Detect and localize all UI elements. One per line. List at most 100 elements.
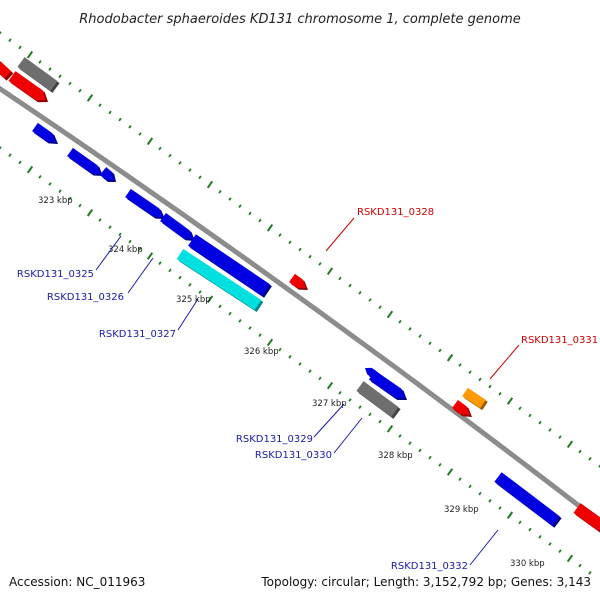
- track-dot: [0, 146, 2, 150]
- gene-red-top[interactable]: [8, 71, 48, 103]
- gene-features: [0, 57, 600, 533]
- track-dot: [168, 268, 172, 273]
- track-dot: [348, 283, 352, 288]
- track-dot: [438, 348, 442, 353]
- tick-label-328: 328 kbp: [378, 451, 413, 461]
- track-dot: [178, 161, 182, 165]
- leader-line-0325: [95, 235, 122, 271]
- track-dot: [298, 247, 302, 252]
- track-dot: [518, 406, 522, 411]
- track-dot: [86, 94, 94, 102]
- track-dot: [288, 354, 292, 359]
- track-dot: [128, 124, 132, 129]
- gene-blue-2[interactable]: [67, 147, 103, 176]
- track-dot: [146, 137, 154, 146]
- gene-red-right-edge[interactable]: [573, 503, 600, 533]
- track-dot: [298, 362, 302, 366]
- track-dots: [0, 31, 600, 575]
- gene-0330[interactable]: [356, 381, 401, 419]
- track-dot: [288, 240, 292, 245]
- track-dot: [566, 440, 574, 449]
- track-dot: [188, 282, 192, 287]
- gene-0332-body: [494, 472, 560, 526]
- track-dot: [108, 225, 112, 230]
- track-dot: [326, 381, 334, 390]
- track-dot: [378, 305, 382, 310]
- gene-0326b-body: [188, 234, 270, 296]
- gene-0327[interactable]: [176, 248, 264, 313]
- track-dot: [26, 165, 34, 174]
- track-dot: [8, 38, 12, 43]
- gene-label-0327[interactable]: RSKD131_0327: [99, 329, 176, 340]
- gene-label-0329[interactable]: RSKD131_0329: [236, 434, 313, 445]
- gene-0325[interactable]: [125, 188, 165, 219]
- leader-line-0327: [177, 298, 199, 331]
- track-dot: [178, 275, 182, 280]
- track-dot: [128, 239, 132, 244]
- track-dot: [398, 434, 402, 438]
- track-dot: [118, 117, 122, 122]
- track-dot: [326, 267, 334, 275]
- gene-label-0330[interactable]: RSKD131_0330: [255, 450, 332, 461]
- track-dot: [548, 428, 552, 432]
- track-dot: [378, 419, 382, 424]
- gene-label-0332[interactable]: RSKD131_0332: [391, 561, 468, 572]
- track-dot: [506, 397, 514, 405]
- gene-blue-3[interactable]: [99, 167, 116, 182]
- gene-0328[interactable]: [289, 273, 308, 290]
- track-dot: [418, 448, 422, 453]
- gene-0331-orange[interactable]: [462, 387, 488, 411]
- track-dot: [428, 341, 432, 346]
- gene-0332[interactable]: [494, 472, 562, 528]
- leader-line-0331: [489, 344, 520, 380]
- track-dot: [188, 168, 192, 172]
- track-dot: [308, 369, 312, 374]
- track-dot: [468, 484, 472, 489]
- track-dot: [86, 209, 94, 217]
- track-dot: [48, 67, 52, 71]
- gene-label-0326[interactable]: RSKD131_0326: [47, 292, 124, 303]
- track-dot: [408, 327, 412, 331]
- gene-label-0328[interactable]: RSKD131_0328: [357, 207, 434, 218]
- track-dot: [58, 189, 62, 194]
- track-dot: [358, 290, 362, 295]
- track-dot: [408, 441, 412, 446]
- tick-labels: 323 kbp 324 kbp 325 kbp 326 kbp 327 kbp …: [38, 196, 545, 569]
- track-dot: [506, 511, 514, 519]
- track-dot: [558, 549, 562, 554]
- track-dot: [138, 246, 142, 251]
- track-dot: [266, 224, 274, 232]
- track-dot: [266, 338, 274, 347]
- track-dot: [588, 456, 592, 461]
- gene-blue-1[interactable]: [32, 122, 58, 144]
- gene-0326[interactable]: [160, 212, 195, 241]
- gene-red-mid-right-body: [452, 399, 470, 415]
- track-dot: [68, 196, 72, 201]
- tick-label-330: 330 kbp: [510, 559, 545, 569]
- gene-red-mid-right[interactable]: [452, 399, 472, 417]
- track-dot: [238, 318, 242, 323]
- gene-red-upper-left[interactable]: [0, 60, 14, 81]
- gene-label-0331[interactable]: RSKD131_0331: [521, 335, 598, 346]
- track-dot: [228, 197, 232, 201]
- track-dot: [18, 160, 22, 165]
- gene-gray-top[interactable]: [17, 57, 60, 93]
- gene-0329[interactable]: [368, 370, 407, 400]
- track-dot: [478, 377, 482, 382]
- track-dot: [386, 425, 394, 433]
- gene-label-0325[interactable]: RSKD131_0325: [17, 269, 94, 280]
- track-dot: [368, 298, 372, 302]
- leader-line-0330: [333, 417, 363, 454]
- gene-0326b[interactable]: [188, 234, 272, 298]
- gene-blue-3-body: [99, 167, 114, 180]
- track-dot: [98, 218, 102, 222]
- track-dot: [538, 420, 542, 425]
- track-dot: [218, 304, 222, 309]
- track-dot: [18, 45, 22, 50]
- gene-0331-orange-body: [462, 387, 486, 409]
- map-title: Rhodobacter sphaeroides KD131 chromosome…: [79, 12, 520, 27]
- track-dot: [488, 498, 492, 503]
- gene-blue-1-body: [32, 122, 56, 142]
- track-dot: [348, 398, 352, 402]
- accession-text: Accession: NC_011963: [9, 575, 145, 589]
